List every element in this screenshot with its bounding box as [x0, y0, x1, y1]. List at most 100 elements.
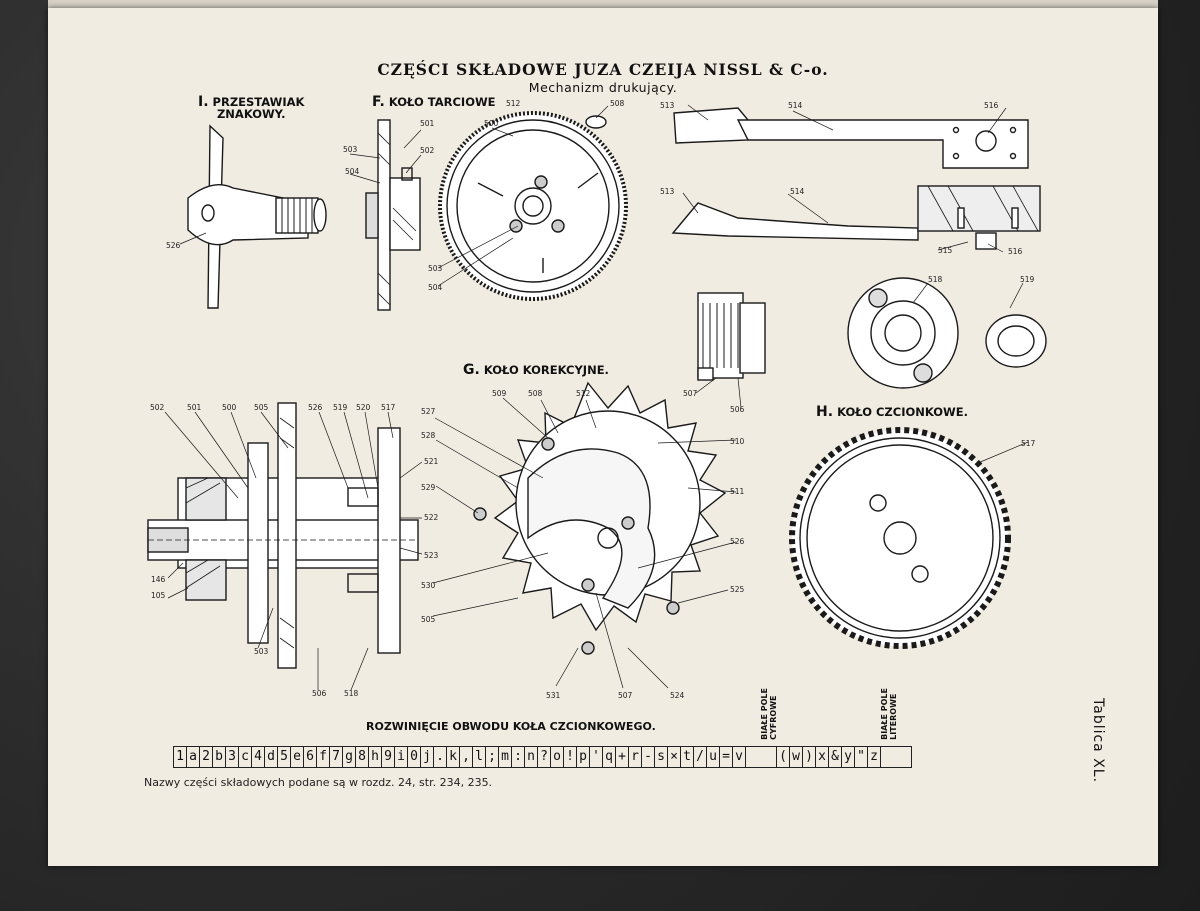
- plate-page: CZĘŚCI SKŁADOWE JUZA CZEIJA NISSL & C-o.…: [48, 8, 1158, 866]
- strip-cell: q: [602, 747, 615, 767]
- num-512: 512: [576, 389, 591, 398]
- strip-cell: 3: [225, 747, 238, 767]
- strip-cell: +: [615, 747, 628, 767]
- num-508: 508: [610, 99, 625, 108]
- num-502: 502: [150, 403, 165, 412]
- num-519: 519: [1020, 275, 1035, 284]
- num-502: 502: [420, 146, 435, 155]
- num-529: 529: [421, 483, 436, 492]
- num-515: 515: [938, 246, 953, 255]
- plate-number: Tablica XL.: [1090, 698, 1106, 784]
- strip-cell: x: [815, 747, 828, 767]
- strip-cell: k: [446, 747, 459, 767]
- num-526: 526: [166, 241, 181, 250]
- strip-cell: 4: [251, 747, 264, 767]
- num-528: 528: [421, 431, 436, 440]
- num-105: 105: [151, 591, 166, 600]
- num-514: 514: [788, 101, 803, 110]
- num-504: 504: [345, 167, 360, 176]
- strip-cell: &: [828, 747, 841, 767]
- strip-cell: [880, 747, 911, 767]
- num-516: 516: [1008, 247, 1023, 256]
- num-505: 505: [254, 403, 269, 412]
- num-519: 519: [333, 403, 348, 412]
- strip-cell: ,: [459, 747, 472, 767]
- biale-pole-literowe-line-1: BIAŁE POLE: [880, 688, 889, 740]
- strip-cell: 6: [303, 747, 316, 767]
- num-524: 524: [670, 691, 685, 700]
- strip-cell: (: [776, 747, 789, 767]
- num-512: 512: [506, 99, 521, 108]
- num-505: 505: [421, 615, 436, 624]
- num-520: 520: [356, 403, 371, 412]
- strip-cell: n: [524, 747, 537, 767]
- strip-cell: d: [264, 747, 277, 767]
- strip-cell: =: [719, 747, 732, 767]
- strip-cell: 2: [199, 747, 212, 767]
- part-f-gear: [438, 111, 628, 301]
- num-531: 531: [546, 691, 561, 700]
- num-516: 516: [984, 101, 999, 110]
- strip-cell: c: [238, 747, 251, 767]
- num-503: 503: [343, 145, 358, 154]
- num-517: 517: [381, 403, 396, 412]
- num-525: 525: [730, 585, 745, 594]
- biale-pole-cyfrowe-line-1: BIAŁE POLE: [760, 688, 769, 740]
- strip-cell: y: [841, 747, 854, 767]
- strip-cell: ": [854, 747, 867, 767]
- biale-pole-cyfrowe: BIAŁE POLE CYFROWE: [760, 688, 778, 740]
- part-f-drawing: [365, 119, 421, 311]
- num-509: 509: [492, 389, 507, 398]
- num-501: 501: [420, 119, 435, 128]
- num-506: 506: [312, 689, 327, 698]
- strip-cell: t: [680, 747, 693, 767]
- biale-pole-literowe: BIAŁE POLE LITEROWE: [880, 688, 898, 740]
- num-146: 146: [151, 575, 166, 584]
- part-h-gear: [789, 427, 1011, 649]
- num-503: 503: [254, 647, 269, 656]
- num-500: 500: [222, 403, 237, 412]
- strip-cell: f: [316, 747, 329, 767]
- part-506-507: [697, 292, 766, 381]
- label-f-text: KOŁO TARCIOWE: [388, 95, 496, 109]
- strip-cell: a: [186, 747, 199, 767]
- num-513: 513: [660, 101, 675, 110]
- part-levers: [671, 107, 1041, 250]
- strip-cell: h: [368, 747, 381, 767]
- strip-cell: r: [628, 747, 641, 767]
- label-h-letter: H.: [816, 404, 834, 420]
- num-506: 506: [730, 405, 745, 414]
- num-500: 500: [484, 119, 499, 128]
- strip-cell: i: [394, 747, 407, 767]
- strip-cell: 1: [176, 749, 184, 764]
- strip-cell: v: [732, 747, 745, 767]
- num-523: 523: [424, 551, 439, 560]
- num-501: 501: [187, 403, 202, 412]
- label-g: G. KOŁO KOREKCYJNE.: [463, 363, 609, 377]
- strip-cell: z: [867, 747, 880, 767]
- num-513: 513: [660, 187, 675, 196]
- num-526: 526: [730, 537, 745, 546]
- label-i-text-2: ZNAKOWY.: [216, 107, 286, 121]
- strip-caption: ROZWINIĘCIE OBWODU KOŁA CZCIONKOWEGO.: [366, 720, 656, 733]
- part-g-gear: [473, 381, 727, 655]
- strip-cell: 5: [277, 747, 290, 767]
- strip-cell: p: [576, 747, 589, 767]
- num-511: 511: [730, 487, 745, 496]
- strip-cell: .: [433, 747, 446, 767]
- label-g-text: KOŁO KOREKCYJNE.: [483, 363, 609, 377]
- part-cross-section: [147, 402, 419, 669]
- leader-lines: [164, 104, 1029, 691]
- strip-cell: -: [641, 747, 654, 767]
- strip-cell: !: [563, 747, 576, 767]
- label-f-letter: F.: [372, 94, 385, 110]
- part-i-drawing: [187, 124, 327, 309]
- strip-cell: :: [511, 747, 524, 767]
- num-503: 503: [428, 264, 443, 273]
- strip-cell: j: [420, 747, 433, 767]
- strip-cell: ;: [485, 747, 498, 767]
- num-522: 522: [424, 513, 439, 522]
- strip-cell: u: [706, 747, 719, 767]
- strip-cell: 8: [355, 747, 368, 767]
